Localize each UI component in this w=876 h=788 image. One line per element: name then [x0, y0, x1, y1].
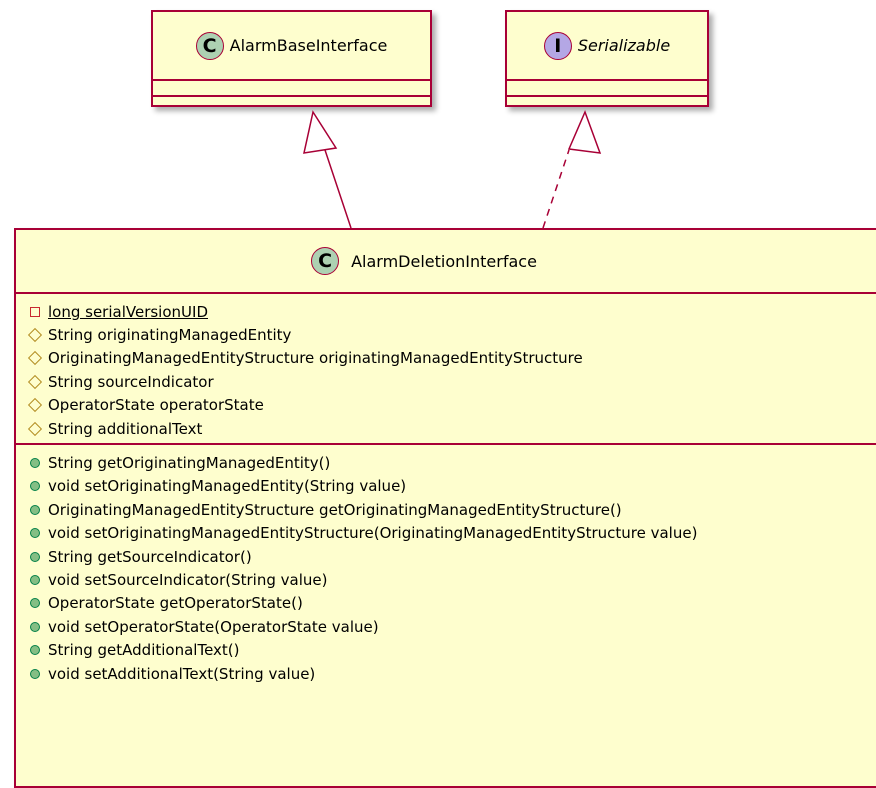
fields-section: long serialVersionUID String originatingM… [16, 294, 876, 443]
private-visibility-icon [28, 306, 41, 317]
divider [16, 292, 876, 294]
protected-marker-icon [27, 398, 42, 413]
method-row[interactable]: void setOriginatingManagedEntityStructur… [16, 522, 876, 545]
protected-marker-icon [27, 374, 42, 389]
public-visibility-icon [28, 574, 41, 585]
implements-arrow [542, 109, 602, 229]
protected-visibility-icon [27, 421, 42, 436]
field-text: long serialVersionUID [48, 302, 208, 321]
class-box-alarm-base-interface[interactable]: C AlarmBaseInterface [151, 10, 432, 107]
method-text: OriginatingManagedEntityStructure getOri… [48, 500, 622, 519]
public-marker-icon [29, 481, 40, 492]
private-marker-icon [29, 306, 40, 317]
interface-box-serializable[interactable]: I Serializable [505, 10, 709, 107]
protected-visibility-icon [27, 398, 42, 413]
public-marker-icon [29, 528, 40, 539]
extends-arrow [303, 110, 352, 229]
divider [153, 95, 430, 97]
method-row[interactable]: void setOriginatingManagedEntity(String … [16, 475, 876, 498]
interface-stereotype-icon: I [543, 31, 572, 60]
divider [507, 95, 707, 97]
field-row[interactable]: String additionalText [16, 417, 876, 440]
divider [153, 79, 430, 81]
field-row[interactable]: String originatingManagedEntity [16, 323, 876, 346]
relations-layer [303, 109, 602, 229]
methods-section: String getOriginatingManagedEntity() void… [16, 445, 876, 688]
public-visibility-icon [28, 504, 41, 515]
method-text: void setAdditionalText(String value) [48, 664, 316, 683]
method-text: void setSourceIndicator(String value) [48, 570, 328, 589]
protected-marker-icon [27, 351, 42, 366]
public-marker-icon [29, 645, 40, 656]
field-text: String sourceIndicator [48, 372, 214, 391]
public-marker-icon [29, 551, 40, 562]
public-marker-icon [29, 504, 40, 515]
public-visibility-icon [28, 598, 41, 609]
public-visibility-icon [28, 668, 41, 679]
method-text: void setOriginatingManagedEntityStructur… [48, 524, 698, 543]
method-text: void setOriginatingManagedEntity(String … [48, 477, 407, 496]
method-row[interactable]: OperatorState getOperatorState() [16, 592, 876, 615]
field-row[interactable]: String sourceIndicator [16, 370, 876, 393]
public-visibility-icon [28, 481, 41, 492]
method-row[interactable]: void setAdditionalText(String value) [16, 662, 876, 685]
method-row[interactable]: void setOperatorState(OperatorState valu… [16, 615, 876, 638]
protected-visibility-icon [27, 351, 42, 366]
method-row[interactable]: void setSourceIndicator(String value) [16, 568, 876, 591]
public-visibility-icon [28, 551, 41, 562]
method-row[interactable]: String getOriginatingManagedEntity() [16, 451, 876, 474]
method-text: String getAdditionalText() [48, 641, 240, 660]
class-name: AlarmDeletionInterface [351, 251, 537, 271]
public-visibility-icon [28, 621, 41, 632]
class-box-alarm-deletion-interface[interactable]: C AlarmDeletionInterface long serialVers… [14, 228, 876, 788]
interface-name: Serializable [577, 36, 671, 55]
method-row[interactable]: String getSourceIndicator() [16, 545, 876, 568]
field-row[interactable]: long serialVersionUID [16, 300, 876, 323]
method-row[interactable]: OriginatingManagedEntityStructure getOri… [16, 498, 876, 521]
protected-marker-icon [27, 421, 42, 436]
protected-marker-icon [27, 328, 42, 343]
public-marker-icon [29, 574, 40, 585]
class-header: C AlarmBaseInterface [153, 12, 430, 79]
class-stereotype-icon: C [195, 31, 224, 60]
class-stereotype-icon: C [311, 247, 340, 275]
field-text: String originatingManagedEntity [48, 326, 292, 345]
protected-visibility-icon [27, 328, 42, 343]
protected-visibility-icon [27, 374, 42, 389]
method-text: String getSourceIndicator() [48, 547, 252, 566]
field-text: OriginatingManagedEntityStructure origin… [48, 349, 583, 368]
method-text: void setOperatorState(OperatorState valu… [48, 617, 379, 636]
public-visibility-icon [28, 458, 41, 469]
public-visibility-icon [28, 645, 41, 656]
public-marker-icon [29, 621, 40, 632]
method-row[interactable]: String getAdditionalText() [16, 638, 876, 661]
field-row[interactable]: OriginatingManagedEntityStructure origin… [16, 347, 876, 370]
public-marker-icon [29, 668, 40, 679]
public-visibility-icon [28, 528, 41, 539]
field-row[interactable]: OperatorState operatorState [16, 394, 876, 417]
class-header: C AlarmDeletionInterface [0, 230, 876, 292]
field-text: String additionalText [48, 419, 203, 438]
interface-header: I Serializable [507, 12, 707, 79]
field-text: OperatorState operatorState [48, 396, 264, 415]
class-name: AlarmBaseInterface [229, 36, 388, 55]
divider [507, 79, 707, 81]
public-marker-icon [29, 598, 40, 609]
public-marker-icon [29, 458, 40, 469]
divider [16, 443, 876, 446]
method-text: OperatorState getOperatorState() [48, 594, 303, 613]
method-text: String getOriginatingManagedEntity() [48, 454, 331, 473]
